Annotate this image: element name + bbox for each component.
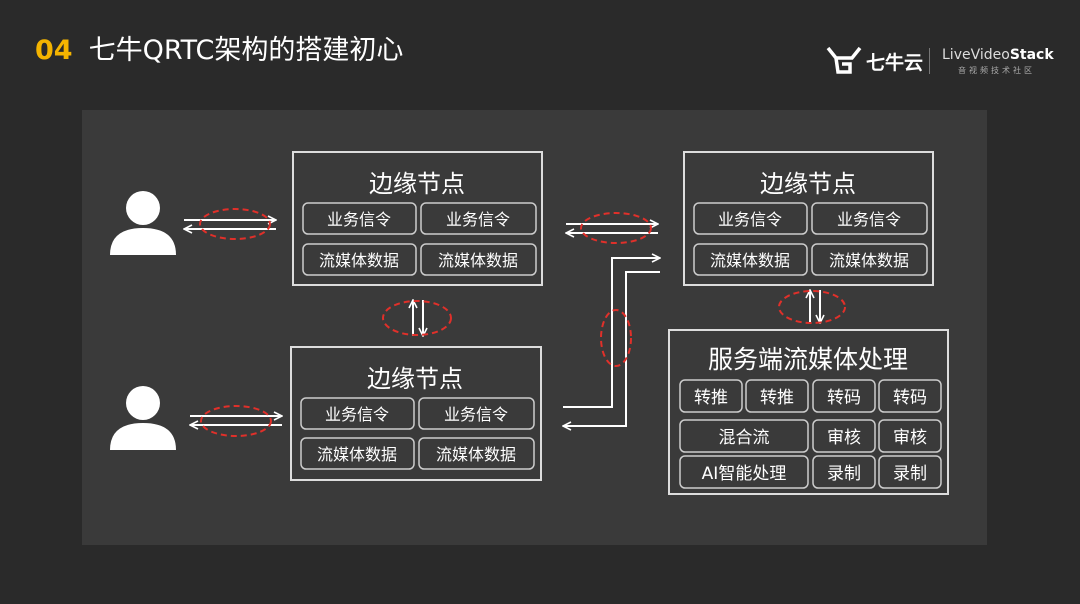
edge-cell: 业务信令	[444, 405, 508, 424]
server-cell: AI智能处理	[702, 464, 787, 484]
slide-title: 04 七牛QRTC架构的搭建初心	[35, 28, 403, 67]
server-cell: 录制	[893, 464, 927, 484]
qiniu-logo-text: 七牛云	[866, 52, 924, 74]
slide-title-text: 七牛QRTC架构的搭建初心	[88, 35, 404, 66]
server-cell: 审核	[893, 428, 927, 448]
edge-cell: 业务信令	[327, 210, 391, 229]
server-media-processing: 服务端流媒体处理 转推 转推 转码 转码 混合流 审核 审核 AI智能处理 录制…	[668, 329, 949, 495]
server-cell: 转码	[893, 388, 927, 408]
lvs-prefix: LiveVideo	[942, 47, 1010, 63]
server-cell: 审核	[827, 428, 861, 448]
arrow-path-up	[563, 258, 660, 408]
edge-cell: 流媒体数据	[438, 251, 518, 270]
edge-node-1: 边缘节点 业务信令 业务信令 流媒体数据 流媒体数据	[292, 151, 543, 286]
highlight-ellipse	[200, 405, 272, 437]
livevideostack-logo: LiveVideoStack	[942, 47, 1054, 63]
edge-cell: 业务信令	[837, 210, 901, 229]
highlight-ellipses	[199, 208, 846, 437]
server-cell: 混合流	[719, 428, 770, 448]
lvs-subtitle: 音视频技术社区	[958, 66, 1035, 75]
edge-cell: 业务信令	[325, 405, 389, 424]
edge-cell: 流媒体数据	[710, 251, 790, 270]
slide-number: 04	[35, 35, 73, 66]
logo-divider	[929, 48, 930, 74]
server-cell: 录制	[827, 464, 861, 484]
edge-cell: 流媒体数据	[436, 445, 516, 464]
qiniu-bull-icon	[826, 46, 862, 74]
lvs-bold: Stack	[1009, 47, 1054, 63]
edge-node-3: 边缘节点 业务信令 业务信令 流媒体数据 流媒体数据	[683, 151, 934, 286]
edge-cell: 业务信令	[446, 210, 510, 229]
edge-node-title: 边缘节点	[367, 365, 463, 393]
edge-node-2: 边缘节点 业务信令 业务信令 流媒体数据 流媒体数据	[290, 346, 542, 481]
server-cell: 转码	[827, 388, 861, 408]
highlight-ellipse	[580, 212, 652, 244]
logo: 七牛云 LiveVideoStack 音视频技术社区	[826, 44, 1066, 80]
user-icon	[110, 191, 176, 255]
edge-node-title: 边缘节点	[760, 170, 856, 198]
user-icon	[110, 386, 176, 450]
connection-arrows	[184, 220, 820, 426]
highlight-ellipse	[778, 290, 846, 324]
server-cell: 转推	[760, 388, 794, 408]
highlight-ellipse	[600, 309, 632, 367]
edge-cell: 流媒体数据	[829, 251, 909, 270]
diagram-panel	[82, 110, 987, 545]
edge-cell: 业务信令	[718, 210, 782, 229]
edge-cell: 流媒体数据	[319, 251, 399, 270]
server-cell: 转推	[694, 388, 728, 408]
highlight-ellipse	[382, 300, 452, 336]
highlight-ellipse	[199, 208, 271, 240]
edge-cell: 流媒体数据	[317, 445, 397, 464]
arrow-path-down	[563, 271, 660, 426]
edge-node-title: 边缘节点	[369, 170, 465, 198]
server-title: 服务端流媒体处理	[708, 345, 908, 374]
